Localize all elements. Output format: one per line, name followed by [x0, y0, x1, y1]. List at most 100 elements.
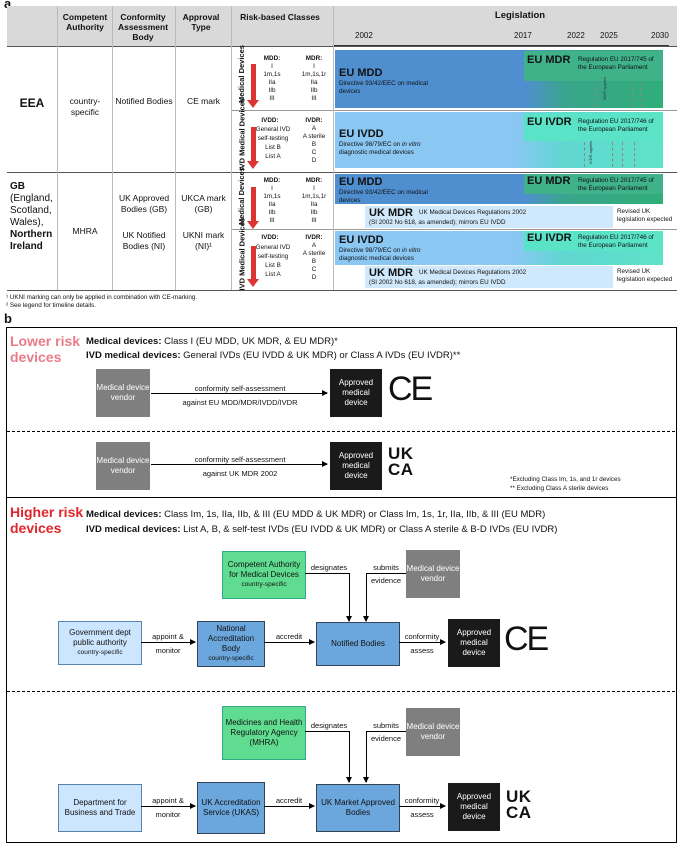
accredit-arrow	[264, 803, 315, 809]
mdr-class: IIa	[310, 201, 318, 208]
gb-eu-mdd-subtitle: Directive 93/42/EEC on medical devices	[339, 189, 428, 204]
ivdd-sub-part1: Directive 98/79/EC on	[339, 247, 402, 254]
year-2017: 2017	[514, 31, 532, 40]
mdr-class: 1m,1s,1r	[301, 71, 327, 78]
uk-mdr-ivd-bar: UK MDR UK Medical Devices Regulations 20…	[365, 266, 613, 288]
uk-mdr-ivd-title: UK MDR	[369, 267, 413, 279]
ivdr-class: C	[311, 266, 317, 273]
mdd-class: IIa	[268, 79, 276, 86]
header-authority: Competent Authority	[62, 12, 108, 32]
lower-risk-title: Lower risk devices	[10, 333, 81, 365]
mdd-class: I	[271, 63, 273, 70]
panel-b-frame	[6, 327, 677, 843]
eu-ivdr-bar: EU IVDR Regulation EU 2017/746 of the Eu…	[524, 113, 663, 141]
higher-md-text: Class Im, 1s, IIa, IIb, & III (EU MDD & …	[161, 509, 546, 520]
ce-mark-icon: CE	[388, 370, 433, 408]
col-divider	[333, 6, 334, 290]
higher-ivd-text: List A, B, & self-test IVDs (EU IVDD & U…	[180, 524, 558, 535]
gb-eu-mdr-subtitle: Regulation EU 2017/745 of the European P…	[578, 177, 654, 192]
accredit-arrow	[264, 639, 315, 645]
gb-authority: MHRA	[72, 226, 98, 236]
assess-label: assess	[410, 810, 434, 819]
row-divider	[7, 46, 677, 47]
gov-title: Government dept public authority	[69, 628, 131, 647]
ivdd-sub-italic: in vitro	[402, 247, 421, 254]
eu-ivdr-subtitle: Regulation EU 2017/746 of the European P…	[578, 118, 654, 133]
risk-arrow	[247, 64, 259, 108]
submits-label: submits	[373, 721, 399, 730]
ivdd-class: List A	[265, 271, 281, 278]
mdd-class: III	[269, 217, 275, 224]
region-gb: GB (England, Scotland, Wales), Northern …	[7, 181, 60, 253]
footnote-1: ¹ UKNI marking can only be applied in co…	[6, 294, 198, 301]
section-divider	[7, 691, 675, 692]
ce-mark-icon: CE	[504, 620, 549, 658]
submits-arrow	[363, 731, 369, 783]
designates-label: designates	[310, 563, 348, 572]
row-divider	[232, 110, 677, 111]
monitor-label: monitor	[155, 810, 181, 819]
mdr-class: IIb	[310, 87, 318, 94]
uk-mdr-title: UK MDR	[369, 207, 413, 219]
panel-a-letter: a	[4, 0, 11, 11]
conformity-arrow	[399, 639, 446, 645]
col-divider	[57, 6, 58, 290]
ivdd-class: List B	[265, 144, 281, 151]
header-cab: Conformity Assessment Body	[117, 12, 169, 42]
ivdr-head: IVDR:	[305, 117, 323, 124]
conformity-arrow	[399, 803, 446, 809]
higher-ivd-bold: IVD medical devices:	[86, 524, 181, 535]
designates-line	[305, 573, 350, 574]
region-ni-bold: Northern Ireland	[10, 229, 53, 252]
designates-line	[305, 731, 350, 732]
mdd-class: 1m,1s	[263, 193, 281, 200]
mdd-class: 1m,1s	[263, 71, 281, 78]
uk-mdr-sub1: UK Medical Devices Regulations 2002	[419, 209, 527, 216]
ivdr-class: D	[311, 157, 317, 164]
ivdd-sub-part1: Directive 98/79/EC on	[339, 141, 402, 148]
gb-eu-mdr-title: EU MDR	[527, 175, 571, 187]
timeline-dash	[632, 82, 633, 107]
higher-md-bold: Medical devices:	[86, 509, 162, 520]
mdd-head: MDD:	[263, 55, 281, 62]
lower-ivd-text: General IVDs (EU IVDD & UK MDR) or Class…	[180, 350, 461, 361]
approved-device-box: Approved medical device	[330, 442, 382, 490]
notified-bodies-box: Notified Bodies	[316, 622, 400, 666]
timeline-dash	[584, 142, 585, 167]
eea-md-label: Medical Devices	[237, 45, 246, 103]
timeline-axis	[334, 45, 669, 46]
appoint-arrow	[141, 803, 196, 809]
section-divider	[7, 431, 675, 432]
monitor-label: monitor	[155, 646, 181, 655]
vendor-box: Medical device vendor	[96, 442, 150, 490]
col-divider	[112, 6, 113, 290]
revised-uk-note: Revised UK legislation expected	[617, 208, 673, 223]
mdr-applies-note: MDR applies	[601, 77, 607, 100]
uk-approved-bodies-box: UK Market Approved Bodies	[316, 784, 400, 832]
self-assessment-arrow	[151, 461, 328, 467]
lower-md-bold: Medical devices:	[86, 336, 162, 347]
gb-eu-mdr-bar: EU MDR Regulation EU 2017/745 of the Eur…	[524, 174, 663, 194]
evidence-label: evidence	[370, 576, 402, 585]
mdd-class: III	[269, 95, 275, 102]
risk-arrow	[247, 127, 259, 169]
ukas-box: UK Accreditation Service (UKAS)	[197, 782, 265, 834]
submits-line	[366, 731, 406, 732]
designates-label: designates	[310, 721, 348, 730]
mdr-class: III	[311, 217, 317, 224]
vendor-box: Medical device vendor	[406, 550, 460, 598]
appoint-arrow	[141, 639, 196, 645]
designates-arrow	[346, 573, 352, 622]
gb-eu-ivdr-subtitle: Regulation EU 2017/746 of the European P…	[578, 234, 654, 249]
ivdr-class: C	[311, 149, 317, 156]
region-gb-bold: GB	[10, 181, 25, 192]
header-risk: Risk-based Classes	[240, 12, 320, 22]
year-2022: 2022	[567, 31, 585, 40]
self-assessment-arrow	[151, 390, 328, 396]
ivdd-class: General IVD	[255, 244, 291, 251]
gb-approval-ukca: UKCA mark (GB)	[181, 193, 226, 214]
eea-authority: country-specific	[69, 96, 101, 117]
